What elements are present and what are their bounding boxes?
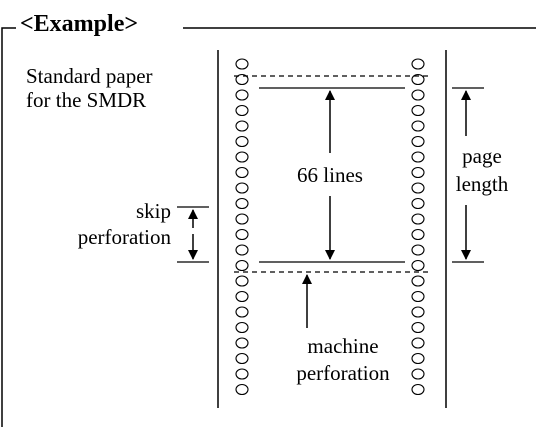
right-sprocket-hole: [411, 306, 425, 318]
frame-border: [1, 27, 536, 427]
left-sprocket-hole: [235, 383, 249, 396]
left-sprocket-hole: [235, 306, 249, 318]
paper-label-line2: for the SMDR: [26, 88, 146, 112]
right-sprocket-hole: [411, 166, 425, 179]
left-sprocket-hole: [235, 151, 249, 163]
left-sprocket-hole: [235, 244, 249, 256]
frame-title: <Example>: [20, 11, 138, 37]
right-sprocket-hole: [411, 321, 425, 334]
right-sprocket-hole: [411, 197, 425, 210]
right-sprocket-hole: [411, 104, 425, 117]
right-sprocket-hole: [411, 337, 425, 349]
right-sprocket-hole: [411, 228, 425, 241]
left-sprocket-hole: [235, 58, 249, 70]
left-sprocket-hole: [235, 89, 249, 101]
left-sprocket-hole: [235, 259, 249, 272]
left-sprocket-hole: [235, 321, 249, 334]
right-sprocket-hole: [411, 89, 425, 101]
left-sprocket-hole: [235, 213, 249, 225]
right-sprocket-hole: [411, 383, 425, 396]
left-sprocket-hole: [235, 275, 249, 287]
machine-label-line2: perforation: [296, 361, 390, 385]
left-sprocket-hole: [235, 228, 249, 241]
page-length-label-line2: length: [456, 172, 509, 196]
right-sprocket-hole: [411, 58, 425, 70]
paper-label-line1: Standard paper: [26, 64, 153, 88]
right-sprocket-hole: [411, 73, 425, 86]
left-sprocket-hole: [235, 73, 249, 86]
lines-label: 66 lines: [297, 163, 363, 187]
left-sprocket-hole: [235, 352, 249, 365]
left-sprocket-hole: [235, 290, 249, 303]
right-sprocket-hole: [411, 151, 425, 163]
right-sprocket-hole: [411, 120, 425, 132]
left-sprocket-hole: [235, 104, 249, 117]
left-sprocket-hole: [235, 166, 249, 179]
right-sprocket-hole: [411, 368, 425, 380]
right-sprocket-hole: [411, 275, 425, 287]
left-sprocket-hole: [235, 368, 249, 380]
right-sprocket-hole: [411, 182, 425, 194]
right-sprocket-hole: [411, 290, 425, 303]
left-sprocket-hole: [235, 337, 249, 349]
right-sprocket-hole: [411, 259, 425, 272]
left-sprocket-hole: [235, 182, 249, 194]
left-sprocket-hole: [235, 120, 249, 132]
right-sprocket-hole: [411, 213, 425, 225]
page-length-label-line1: page: [462, 144, 502, 168]
skip-label-line2: perforation: [78, 225, 172, 249]
left-sprocket-hole: [235, 197, 249, 210]
sprocket-holes: [235, 58, 425, 396]
right-sprocket-hole: [411, 352, 425, 365]
left-sprocket-hole: [235, 135, 249, 148]
right-sprocket-hole: [411, 135, 425, 148]
skip-label-line1: skip: [136, 199, 171, 223]
machine-label-line1: machine: [307, 334, 378, 358]
right-sprocket-hole: [411, 244, 425, 256]
